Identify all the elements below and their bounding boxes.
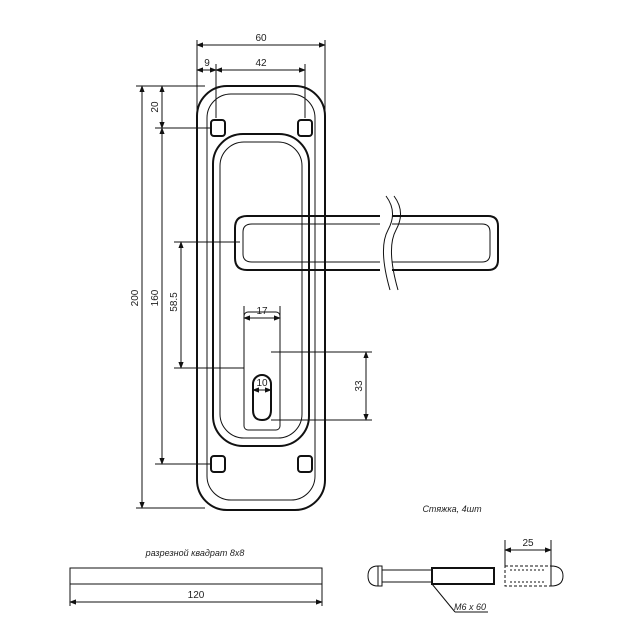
tie-bolt [367,540,564,613]
dim-handle-to-cylinder: 58.5 [169,292,180,312]
dim-rod-length: 120 [188,590,205,601]
dim-hole-spacing: 42 [255,58,267,69]
dim-plate-width: 60 [255,33,267,44]
caption-tie-bolts: Стяжка, 4шт [422,504,482,514]
mounting-hole-bottom-left [210,455,226,473]
mounting-hole-top-left [210,119,226,137]
dim-hole-top-offset: 20 [150,101,161,113]
dim-cylinder-height: 33 [354,380,365,392]
dim-cylinder-width: 17 [256,306,268,317]
dimension-lines [136,40,372,509]
square-rod [69,567,323,606]
caption-square-rod: разрезной квадрат 8x8 [145,548,245,558]
dim-cylinder-bottom-width: 10 [256,378,268,389]
caption-screw-size: M6 x 60 [454,602,486,612]
dim-hole-vertical-spacing: 160 [150,289,161,306]
door-plate [196,85,326,511]
mounting-hole-top-right [297,119,313,137]
handle-lever [234,195,499,291]
mounting-hole-bottom-right [297,455,313,473]
dim-hole-edge-offset: 9 [204,58,210,69]
dim-sleeve-length: 25 [522,538,534,549]
dim-plate-height: 200 [130,289,141,306]
cylinder-cutout [243,311,281,431]
